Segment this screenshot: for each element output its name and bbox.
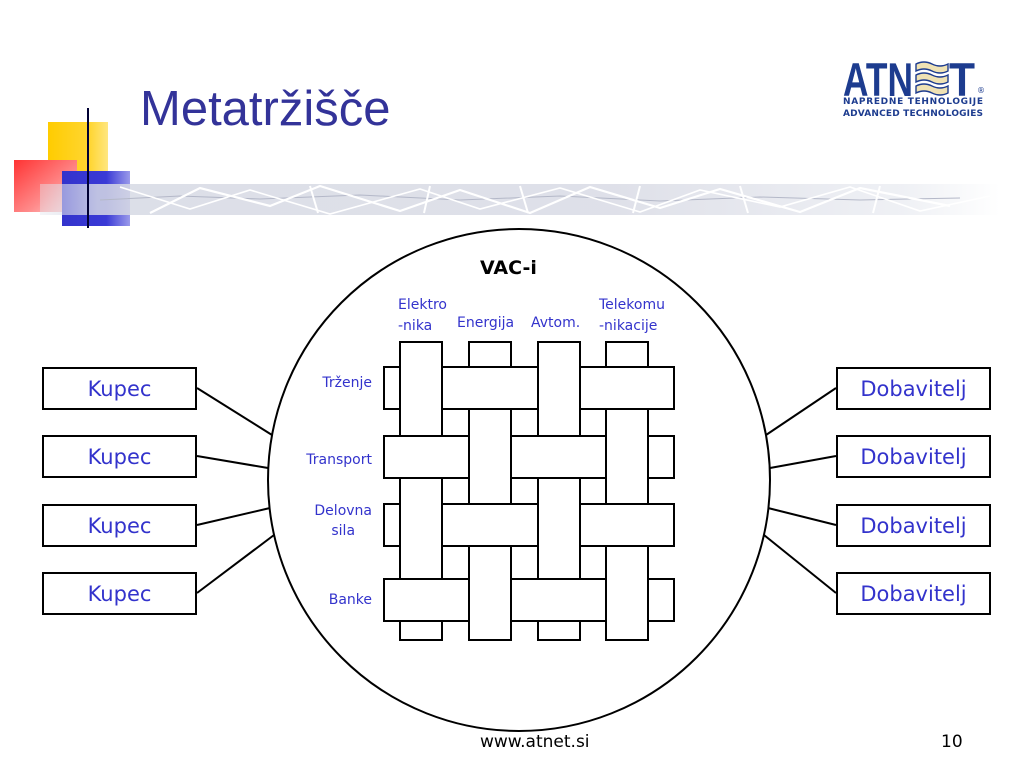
slide-page-number: 10 [941, 732, 963, 752]
column-label-line: Elektro [398, 297, 447, 313]
logo-wave-letter-icon [915, 61, 949, 96]
row-label-transport: Transport [306, 450, 372, 470]
buyer-connectors [196, 387, 275, 594]
supplier-connectors [763, 387, 837, 594]
row-label-banks: Banke [329, 590, 372, 610]
buyer-connector-1 [196, 387, 273, 436]
column-label-line: -nikacije [599, 318, 658, 334]
column-label-line: Avtom. [531, 315, 581, 331]
row-label-line: Trženje [322, 375, 372, 391]
weave-row-1-over-segment [579, 366, 675, 410]
buyer-box-2: Kupec [42, 435, 197, 478]
weave-row-2-over-segment [383, 435, 470, 479]
column-label-energy: Energija [457, 313, 514, 334]
buyer-box-1: Kupec [42, 367, 197, 410]
supplier-connector-4 [763, 534, 837, 594]
slide-title: Metatržišče [140, 82, 391, 136]
row-label-line: Banke [328, 592, 372, 608]
column-label-telecommunications: Telekomu -nikacije [599, 295, 665, 337]
column-label-automation: Avtom. [531, 313, 580, 334]
woven-grid [383, 341, 675, 641]
weave-row-2-over-segment [510, 435, 607, 479]
buyer-connector-4 [196, 534, 275, 594]
column-label-line: Energija [457, 315, 515, 331]
footer-website: www.atnet.si [480, 732, 590, 752]
supplier-connector-3 [767, 507, 837, 526]
weave-row-4-over-segment [510, 578, 607, 622]
row-label-marketing: Trženje [322, 373, 372, 393]
supplier-box-3: Dobavitelj [836, 504, 991, 547]
header-band-texture [99, 184, 991, 215]
weave-row-3-over-segment [441, 503, 539, 547]
row-label-line: Delovna [314, 503, 372, 519]
column-label-line: -nika [398, 318, 433, 334]
logo-wordmark-left: ATN [843, 58, 913, 106]
buyer-box-3: Kupec [42, 504, 197, 547]
vac-center-label: VAC-i [480, 257, 537, 279]
column-label-line: Telekomu [599, 297, 665, 313]
atnet-logo: ATN T ® NAPREDNE TEHNOLOGIJE ADVANCED TE… [843, 58, 985, 119]
buyer-connector-3 [196, 507, 271, 526]
row-label-line: Transport [306, 452, 372, 468]
buyer-connector-2 [196, 455, 269, 469]
weave-row-3-over-segment [579, 503, 675, 547]
logo-registered-mark: ® [977, 86, 985, 95]
row-label-line: sila [331, 523, 356, 539]
logo-tagline-1: NAPREDNE TEHNOLOGIJE [843, 97, 983, 107]
buyer-box-4: Kupec [42, 572, 197, 615]
weave-row-1-over-segment [441, 366, 539, 410]
supplier-box-1: Dobavitelj [836, 367, 991, 410]
supplier-connector-2 [769, 455, 837, 469]
vac-circle [267, 228, 771, 732]
column-label-electronics: Elektro -nika [398, 295, 447, 337]
supplier-box-4: Dobavitelj [836, 572, 991, 615]
supplier-box-2: Dobavitelj [836, 435, 991, 478]
row-label-workforce: Delovna sila [314, 501, 372, 541]
weave-row-4-over-segment [383, 578, 470, 622]
logo-tagline-2: ADVANCED TECHNOLOGIES [843, 109, 983, 119]
supplier-connector-1 [765, 387, 837, 436]
logo-wordmark-right: T [949, 58, 975, 106]
